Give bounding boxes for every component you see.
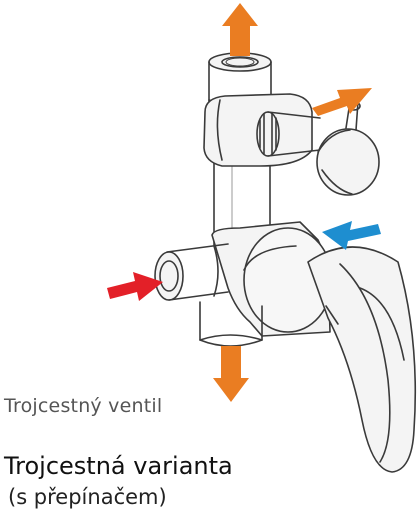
cold-inlet-arrow <box>322 221 381 250</box>
diverter-nut <box>256 111 321 157</box>
mixer-lever-handle <box>307 246 417 473</box>
variant-subtitle: (s přepínačem) <box>8 485 167 509</box>
diverter-knob <box>316 99 380 196</box>
bottom-outlet-arrow <box>213 346 249 402</box>
upper-right-outlet-arrow <box>312 88 372 116</box>
diagram-caption: Trojcestný ventil <box>4 395 163 417</box>
variant-title: Trojcestná varianta <box>4 452 233 480</box>
top-outlet-arrow <box>222 3 258 56</box>
hot-inlet-arrow <box>107 272 163 301</box>
left-inlet-fitting <box>154 243 229 301</box>
lower-valve-body <box>211 221 333 337</box>
bottom-outlet-fitting <box>199 301 263 347</box>
